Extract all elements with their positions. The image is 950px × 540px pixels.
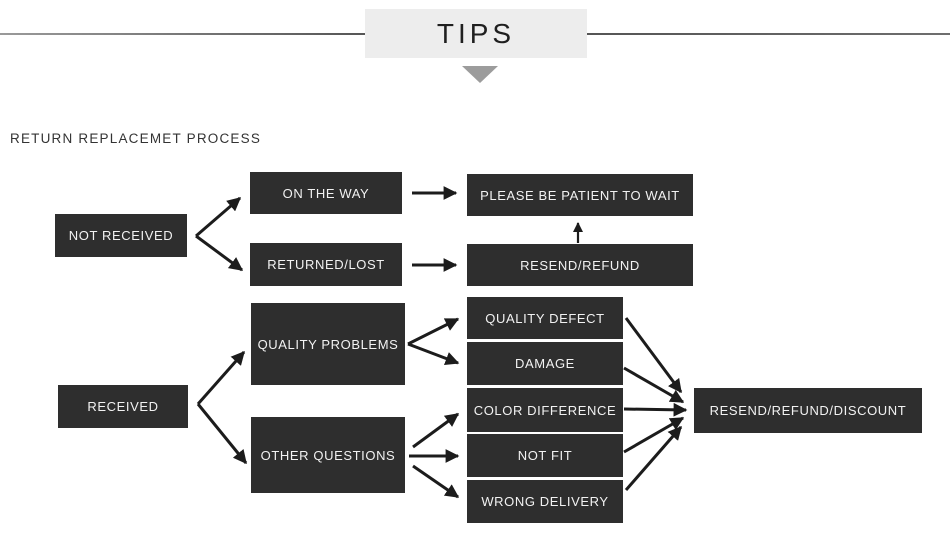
arrow-not-fit-to-discount [623,416,685,454]
arrow-other-questions-to-color-difference [412,412,460,449]
node-damage: DAMAGE [467,342,623,385]
tips-title: TIPS [436,17,516,49]
arrow-quality-problems-to-quality-defect [407,317,460,346]
node-other-questions: OTHER QUESTIONS [251,417,405,493]
node-on-the-way: ON THE WAY [250,172,402,214]
arrow-wrong-delivery-to-discount [624,425,683,491]
arrow-not-received-to-returned-lost [195,234,244,272]
tips-banner: TIPS [365,9,587,58]
arrow-color-difference-to-discount [623,402,688,417]
arrow-quality-defect-to-discount [624,317,683,394]
node-resend-refund-discount: RESEND/REFUND/DISCOUNT [694,388,922,433]
node-please-be-patient: PLEASE BE PATIENT TO WAIT [467,174,693,216]
node-resend-refund: RESEND/REFUND [467,244,693,286]
arrow-received-to-other-questions [196,403,248,465]
node-not-received: NOT RECEIVED [55,214,187,257]
section-title: RETURN REPLACEMET PROCESS [10,131,262,146]
node-quality-problems: QUALITY PROBLEMS [251,303,405,385]
arrow-other-questions-to-wrong-delivery [412,464,460,499]
arrow-damage-to-discount [623,366,685,404]
arrow-quality-problems-to-damage [407,342,460,366]
arrow-not-received-to-on-the-way [195,196,242,238]
node-returned-lost: RETURNED/LOST [250,243,402,286]
arrow-down-triangle-icon [462,66,498,83]
node-quality-defect: QUALITY DEFECT [467,297,623,339]
node-color-difference: COLOR DIFFERENCE [467,388,623,432]
node-not-fit: NOT FIT [467,434,623,477]
arrow-received-to-quality-problems [196,350,246,405]
node-received: RECEIVED [58,385,188,428]
node-wrong-delivery: WRONG DELIVERY [467,480,623,523]
